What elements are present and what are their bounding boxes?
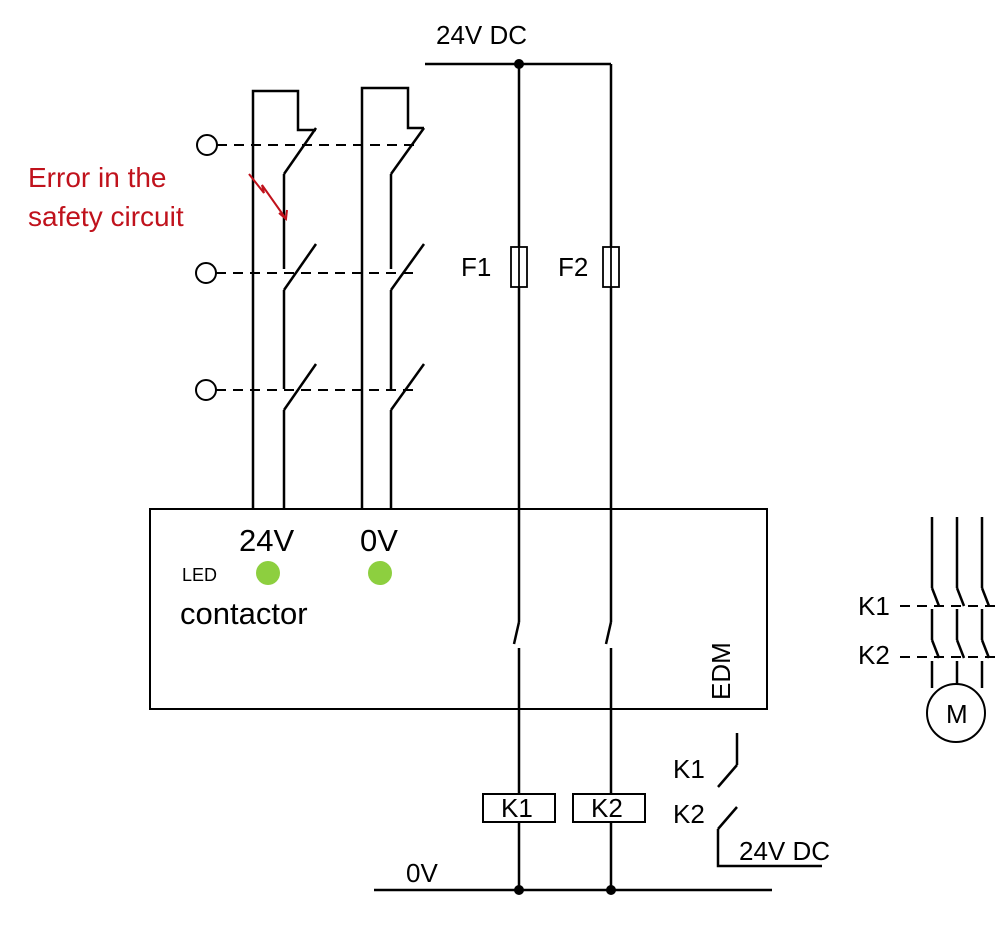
feedback-contacts <box>716 733 822 868</box>
estop-chain-0v <box>360 86 426 509</box>
terminal-0v-label: 0V <box>360 523 398 558</box>
channel-1-wire <box>512 64 521 890</box>
estop-button-2 <box>195 262 414 284</box>
channel-2-wire <box>604 64 613 890</box>
coil-k1 <box>482 793 556 823</box>
feedback-k1-label: K1 <box>673 754 705 784</box>
estop-button-1 <box>196 134 414 156</box>
feedback-k2-label: K2 <box>673 799 705 829</box>
coil-k2 <box>572 793 646 823</box>
contactor-label: contactor <box>180 596 308 631</box>
estop-chain-24v <box>251 89 318 509</box>
coil-k2-label: K2 <box>591 793 623 823</box>
supply-0v-label: 0V <box>406 858 438 888</box>
led-0v-indicator <box>368 561 392 585</box>
led-24v-indicator <box>256 561 280 585</box>
motor-k1-label: K1 <box>858 591 890 621</box>
edm-label: EDM <box>706 642 736 700</box>
motor-k2-label: K2 <box>858 640 890 670</box>
motor-power-lines <box>930 517 991 688</box>
error-label-line1: Error in the <box>28 162 167 193</box>
fuse-f2-label: F2 <box>558 252 588 282</box>
feedback-supply-label: 24V DC <box>739 836 830 866</box>
fuse-f1-label: F1 <box>461 252 491 282</box>
terminal-24v-label: 24V <box>239 523 294 558</box>
estop-button-3 <box>195 379 414 401</box>
supply-0v-rail <box>374 885 772 895</box>
led-label: LED <box>182 565 217 585</box>
safety-relay-module <box>149 508 768 710</box>
motor-label: M <box>946 699 968 729</box>
supply-24v-label: 24V DC <box>436 20 527 50</box>
coil-k1-label: K1 <box>501 793 533 823</box>
error-label-line2: safety circuit <box>28 201 184 232</box>
error-lightning-icon <box>248 173 288 221</box>
motor-symbol <box>926 683 986 743</box>
